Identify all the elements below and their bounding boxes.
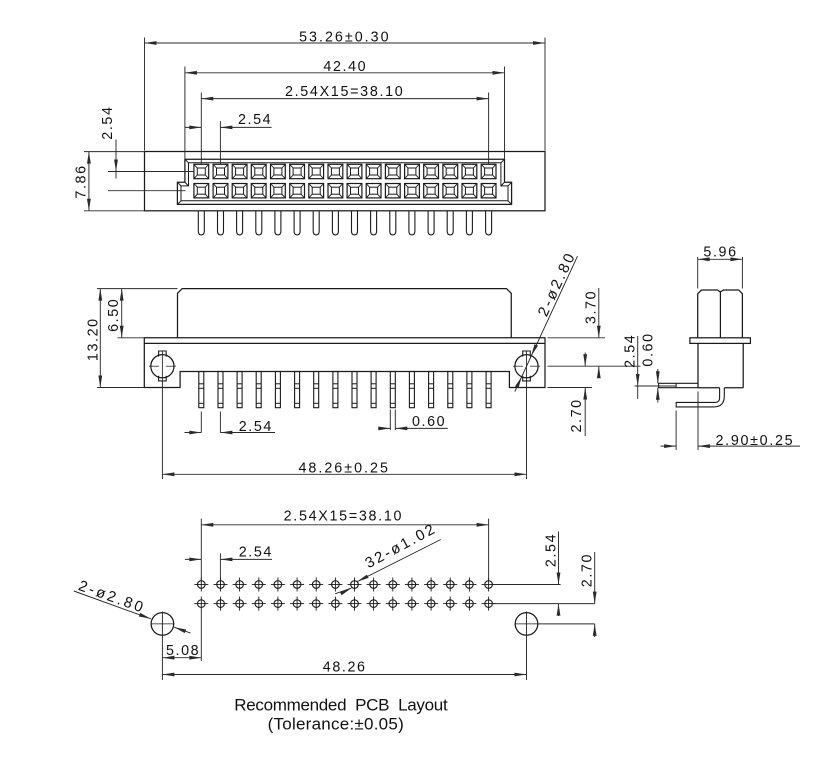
svg-text:13.20: 13.20 <box>85 317 101 361</box>
svg-text:3.70: 3.70 <box>584 290 600 324</box>
svg-text:2.70: 2.70 <box>580 553 596 587</box>
svg-text:48.26: 48.26 <box>323 659 367 675</box>
svg-text:6.50: 6.50 <box>106 298 122 332</box>
svg-text:2.54: 2.54 <box>238 112 272 128</box>
svg-text:2.90±0.25: 2.90±0.25 <box>716 433 795 449</box>
svg-text:2.54X15=38.10: 2.54X15=38.10 <box>285 84 405 100</box>
svg-text:(Tolerance:±0.05): (Tolerance:±0.05) <box>268 715 404 734</box>
svg-text:2.54X15=38.10: 2.54X15=38.10 <box>284 508 404 524</box>
svg-text:48.26±0.25: 48.26±0.25 <box>298 460 389 476</box>
svg-text:53.26±0.30: 53.26±0.30 <box>299 29 390 45</box>
svg-text:5.96: 5.96 <box>703 244 737 260</box>
svg-text:7.86: 7.86 <box>74 164 90 198</box>
svg-text:5.08: 5.08 <box>166 643 200 659</box>
svg-text:2.54: 2.54 <box>239 419 273 435</box>
svg-text:0.60: 0.60 <box>641 332 657 366</box>
svg-text:2.54: 2.54 <box>100 105 116 139</box>
svg-text:2.54: 2.54 <box>239 545 273 561</box>
svg-text:Recommended PCB Layout: Recommended PCB Layout <box>234 696 448 715</box>
svg-text:2.54: 2.54 <box>544 533 560 567</box>
svg-text:42.40: 42.40 <box>323 59 367 75</box>
svg-text:2.70: 2.70 <box>569 398 585 432</box>
svg-text:2.54: 2.54 <box>623 334 639 368</box>
svg-text:0.60: 0.60 <box>412 414 446 430</box>
